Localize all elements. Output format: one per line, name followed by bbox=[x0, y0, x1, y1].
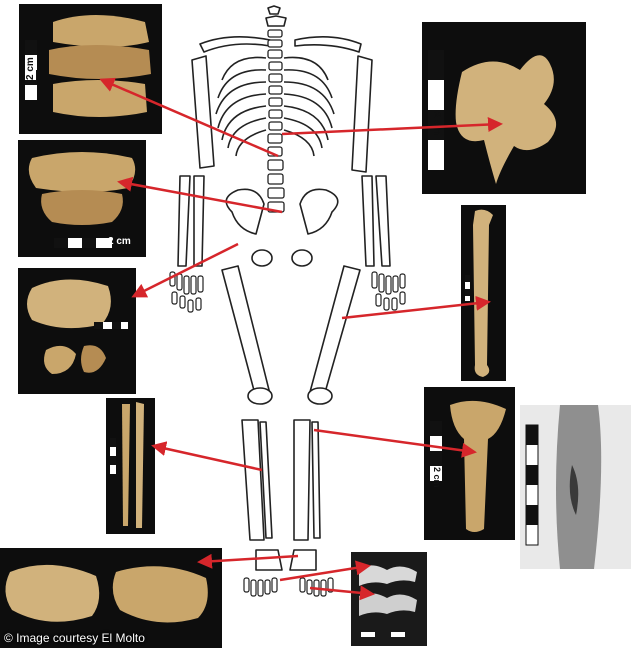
photo-sacrum: 2 cm bbox=[18, 140, 146, 257]
photo-tibia-fibula bbox=[106, 398, 155, 534]
scale-label-sacrum: 2 cm bbox=[108, 236, 131, 247]
photo-tibia-head: 2 cm bbox=[424, 387, 515, 540]
scale-label-scapula: 2 cm bbox=[431, 112, 442, 135]
photo-feet-bones bbox=[0, 548, 222, 648]
photo-vertebrae: 2 cm bbox=[19, 4, 162, 134]
photo-xray-closeup bbox=[520, 405, 631, 569]
photo-femur bbox=[461, 205, 506, 381]
photo-metatarsals bbox=[351, 552, 427, 646]
scale-label-tibia-head: 2 cm bbox=[432, 467, 442, 488]
image-credit: © Image courtesy El Molto bbox=[4, 631, 145, 645]
photo-pelvis-fragments bbox=[18, 268, 136, 394]
scale-label-vertebrae: 2 cm bbox=[25, 57, 36, 80]
photo-ilium: 2 cm bbox=[422, 22, 586, 194]
